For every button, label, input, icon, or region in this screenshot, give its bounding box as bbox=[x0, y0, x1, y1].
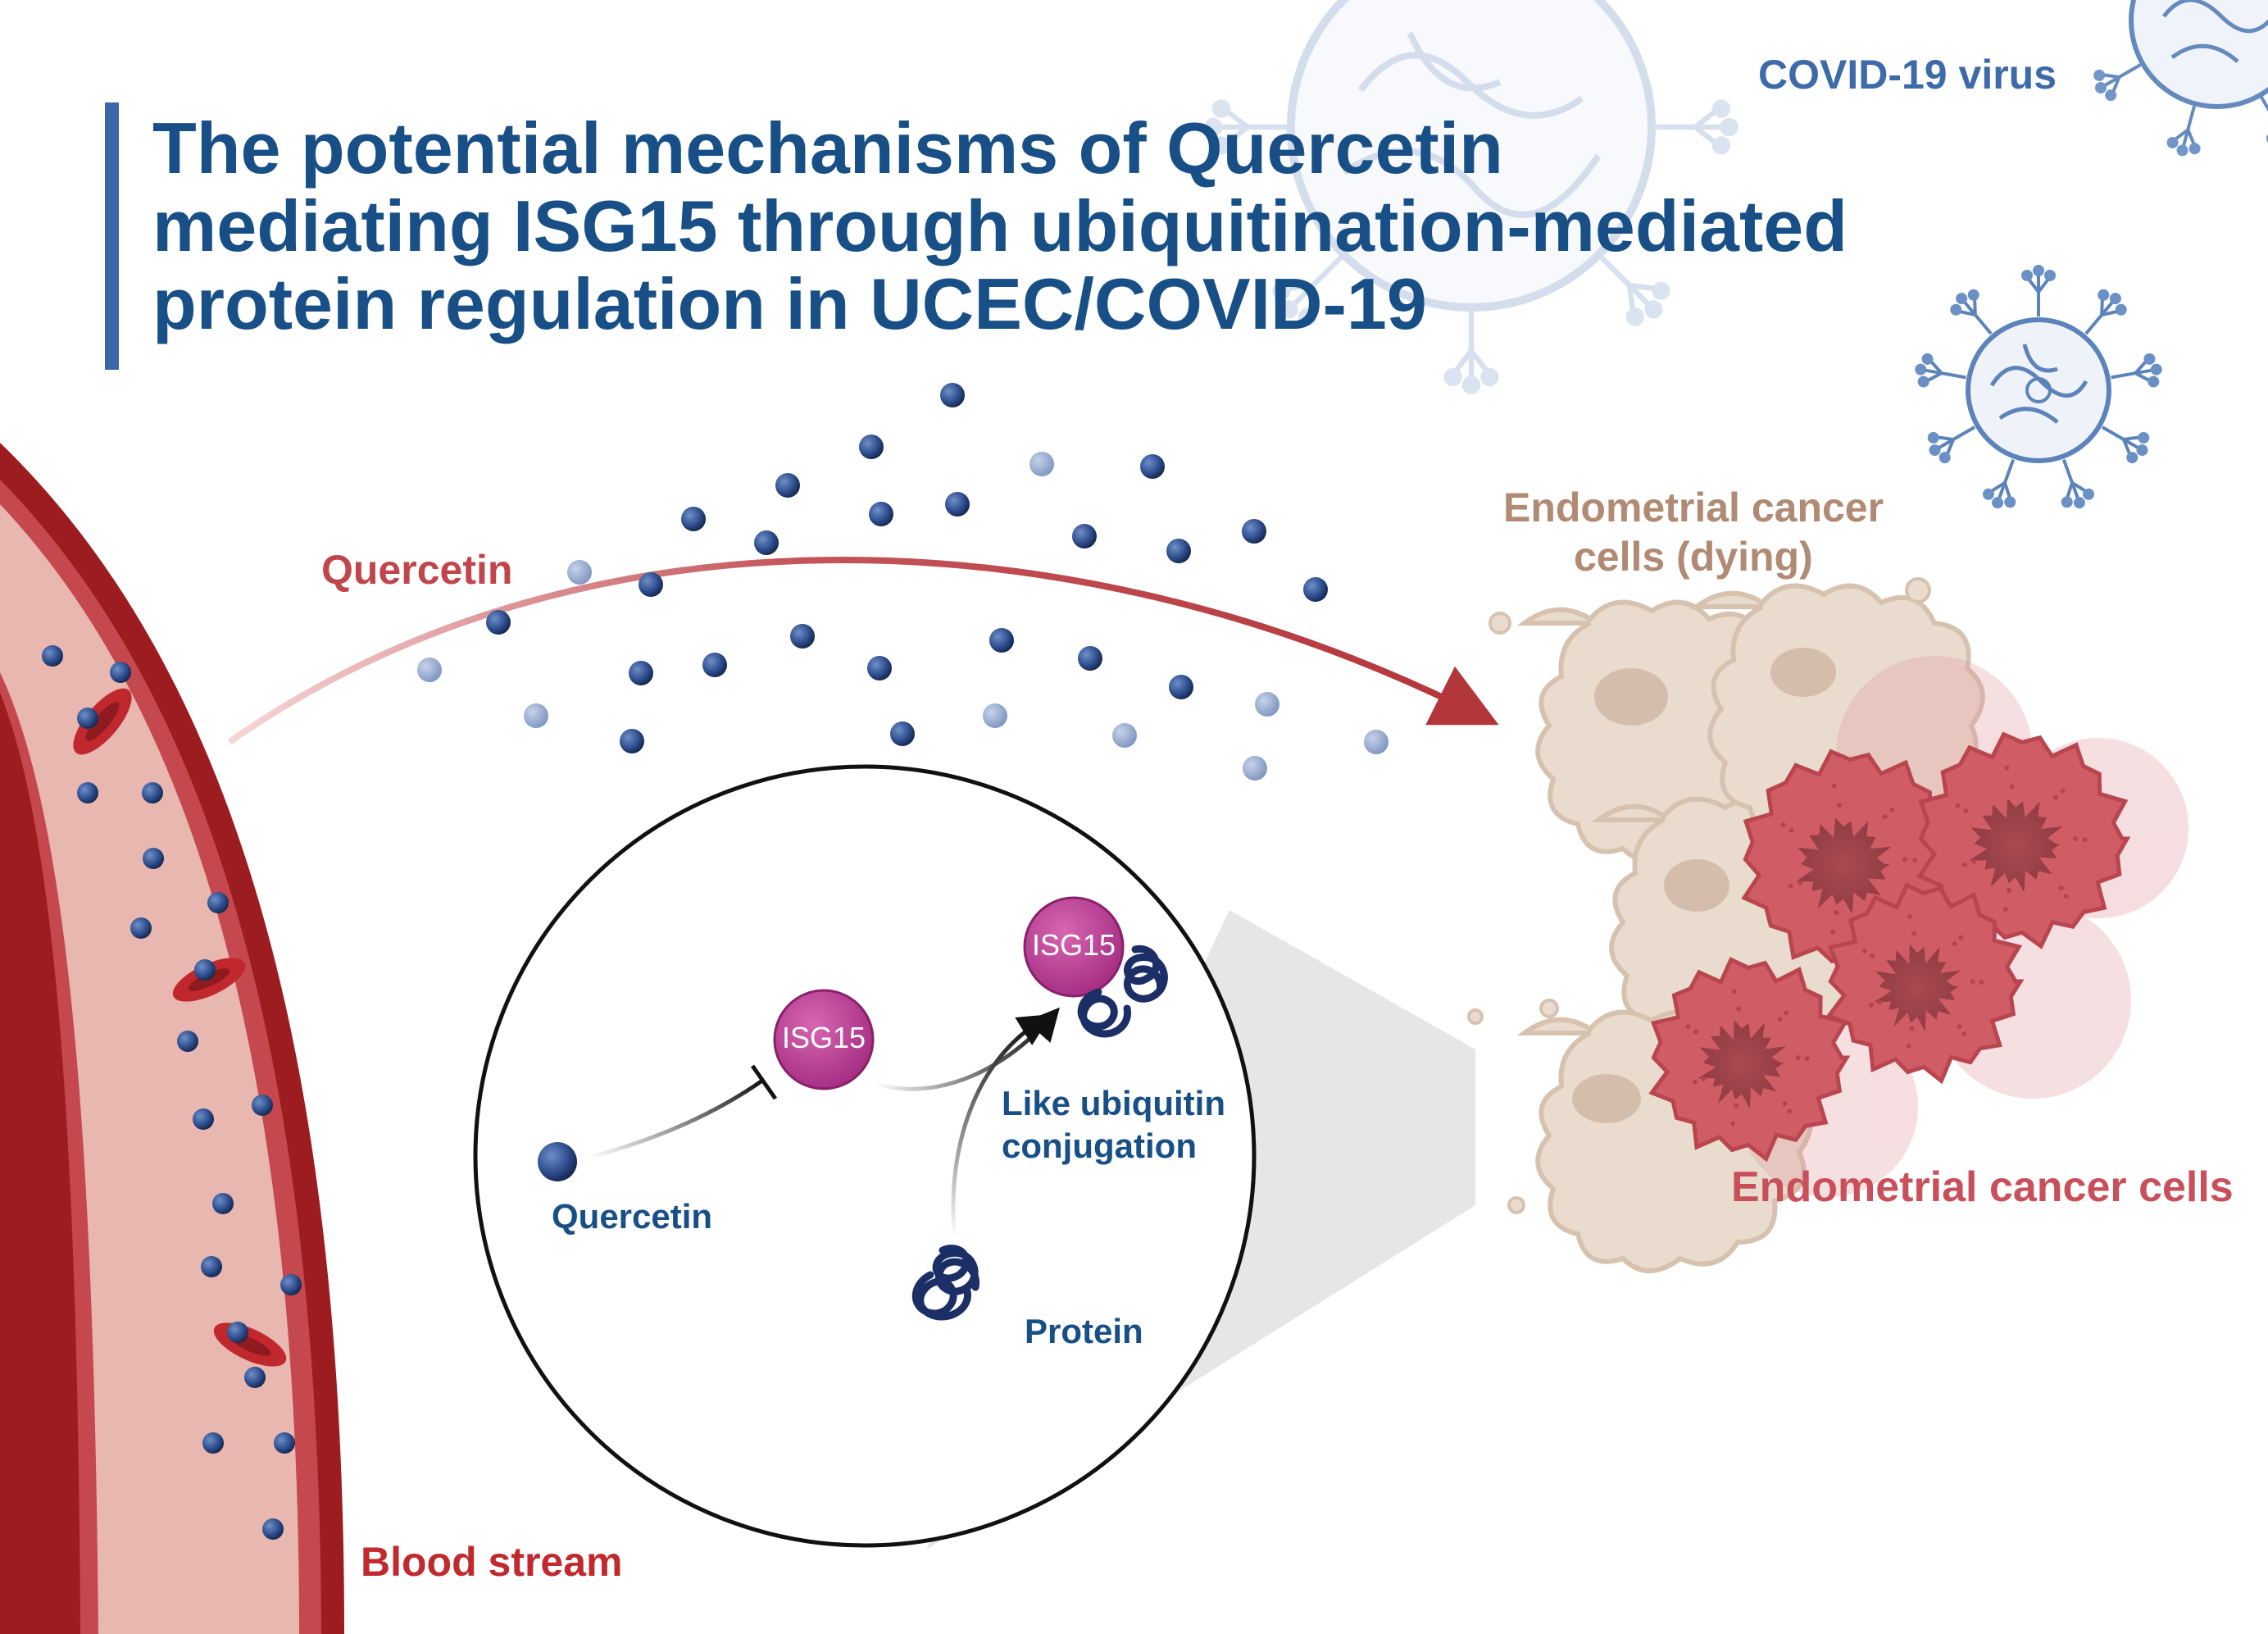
quercetin-molecule-icon bbox=[1364, 730, 1389, 754]
quercetin-molecule-icon bbox=[1029, 452, 1054, 476]
quercetin-molecule-icon bbox=[1140, 454, 1165, 479]
quercetin-molecule-icon bbox=[486, 610, 511, 635]
quercetin-molecule-icon bbox=[1303, 577, 1328, 602]
quercetin-molecule-icon bbox=[524, 703, 548, 728]
cancer-cell-icon bbox=[1916, 731, 2131, 949]
quercetin-molecule-icon bbox=[202, 1432, 224, 1454]
quercetin-molecule-icon bbox=[1166, 539, 1191, 563]
quercetin-molecule-icon bbox=[110, 662, 131, 683]
quercetin-molecule-icon bbox=[262, 1518, 284, 1540]
quercetin-molecule-icon bbox=[775, 473, 800, 498]
quercetin-molecule-icon bbox=[244, 1367, 266, 1388]
quercetin-molecule-icon bbox=[194, 959, 216, 981]
quercetin-molecule-icon bbox=[867, 656, 892, 680]
quercetin-molecule-icon bbox=[989, 628, 1014, 653]
quercetin-molecule-icon bbox=[77, 708, 98, 729]
page-title-line-2: mediating ISG15 through ubiquitination-m… bbox=[152, 185, 1848, 266]
page-title-line-1: The potential mechanisms of Quercetin bbox=[152, 107, 1503, 189]
quercetin-molecule-icon bbox=[227, 1322, 248, 1343]
quercetin-molecule-icon bbox=[790, 624, 815, 649]
cancer-cell-icon bbox=[1825, 882, 2025, 1085]
isg15-node bbox=[773, 989, 875, 1090]
quercetin-molecule-icon bbox=[940, 383, 965, 407]
protein-arrow bbox=[951, 1014, 1052, 1239]
quercetin-molecule-icon bbox=[42, 645, 63, 667]
quercetin-molecule-icon bbox=[193, 1108, 214, 1130]
quercetin-molecule-icon bbox=[567, 560, 592, 585]
quercetin-molecule-icon bbox=[1255, 692, 1279, 717]
protein-coil-icon bbox=[1077, 945, 1168, 1038]
quercetin-molecule-icon bbox=[681, 507, 706, 531]
quercetin-molecule-icon bbox=[702, 653, 727, 677]
quercetin-molecule-icon bbox=[1112, 723, 1137, 748]
quercetin-molecule-icon bbox=[177, 1031, 198, 1052]
quercetin-molecule-icon bbox=[207, 892, 229, 913]
quercetin-molecule-icon bbox=[890, 721, 915, 746]
quercetin-molecule-icon bbox=[143, 848, 164, 869]
blood-stream-label: Blood stream bbox=[361, 1539, 623, 1585]
quercetin-arrow-label: Quercetin bbox=[321, 547, 513, 593]
quercetin-molecule-icon bbox=[274, 1432, 295, 1454]
isg15-label: ISG15 bbox=[781, 1021, 866, 1054]
quercetin-molecule-icon bbox=[945, 492, 970, 517]
title-accent-bar bbox=[105, 102, 119, 370]
dying-cells-label-line-2: cells (dying) bbox=[1574, 534, 1813, 580]
conjugation-label-line-2: conjugation bbox=[1002, 1127, 1197, 1165]
quercetin-molecule-icon bbox=[869, 502, 893, 526]
protein-coil-icon bbox=[911, 1245, 979, 1321]
virus-icon bbox=[1204, 0, 1738, 394]
quercetin-molecule-icon bbox=[1243, 756, 1267, 781]
protein-label: Protein bbox=[1025, 1312, 1143, 1350]
virus-icon bbox=[1910, 263, 2167, 516]
quercetin-molecule-icon bbox=[859, 435, 884, 459]
cancer-cells bbox=[1648, 731, 2131, 1163]
quercetin-molecule-icon bbox=[639, 572, 663, 597]
isg15-conjugated-label: ISG15 bbox=[1031, 928, 1116, 962]
isg15-conjugated-node bbox=[1023, 896, 1125, 998]
quercetin-molecules bbox=[417, 383, 1389, 781]
quercetin-molecule-icon bbox=[1072, 524, 1097, 548]
quercetin-molecule-icon bbox=[201, 1256, 222, 1277]
quercetin-molecule-icon bbox=[252, 1095, 273, 1116]
page-title-line-3: protein regulation in UCEC/COVID-19 bbox=[152, 263, 1427, 344]
covid-virus-label: COVID-19 virus bbox=[1758, 52, 2057, 98]
quercetin-molecule-icon bbox=[620, 729, 644, 753]
inhibition-arrow bbox=[588, 1078, 764, 1160]
quercetin-molecule-icon bbox=[417, 658, 442, 682]
quercetin-molecule-icon bbox=[280, 1274, 302, 1295]
quercetin-molecule-icon bbox=[130, 917, 152, 939]
blood-vessel bbox=[0, 443, 344, 1634]
quercetin-molecule-icon bbox=[1242, 519, 1266, 544]
dying-cells-label-line-1: Endometrial cancer bbox=[1503, 485, 1884, 530]
cancer-cell-icon bbox=[1648, 957, 1851, 1163]
virus-icon bbox=[2085, 0, 2268, 162]
quercetin-molecule-icon bbox=[629, 661, 653, 685]
cancer-cells-label: Endometrial cancer cells bbox=[1731, 1163, 2234, 1211]
quercetin-molecule-icon bbox=[142, 782, 163, 803]
quercetin-molecule-icon bbox=[77, 782, 98, 803]
quercetin-molecule-icon bbox=[1169, 675, 1193, 699]
quercetin-molecule-icon bbox=[983, 703, 1007, 728]
quercetin-flow-arrow bbox=[227, 557, 1499, 745]
quercetin-molecule-icon bbox=[1078, 646, 1102, 671]
blood-molecules bbox=[42, 645, 302, 1540]
quercetin-molecule-icon bbox=[212, 1193, 234, 1214]
conjugation-label-line-1: Like ubiquitin bbox=[1002, 1084, 1225, 1122]
quercetin-molecule-icon bbox=[538, 1142, 577, 1181]
inhibition-bar bbox=[750, 1064, 778, 1100]
inset-quercetin-label: Quercetin bbox=[552, 1197, 713, 1236]
quercetin-molecule-icon bbox=[754, 530, 779, 555]
